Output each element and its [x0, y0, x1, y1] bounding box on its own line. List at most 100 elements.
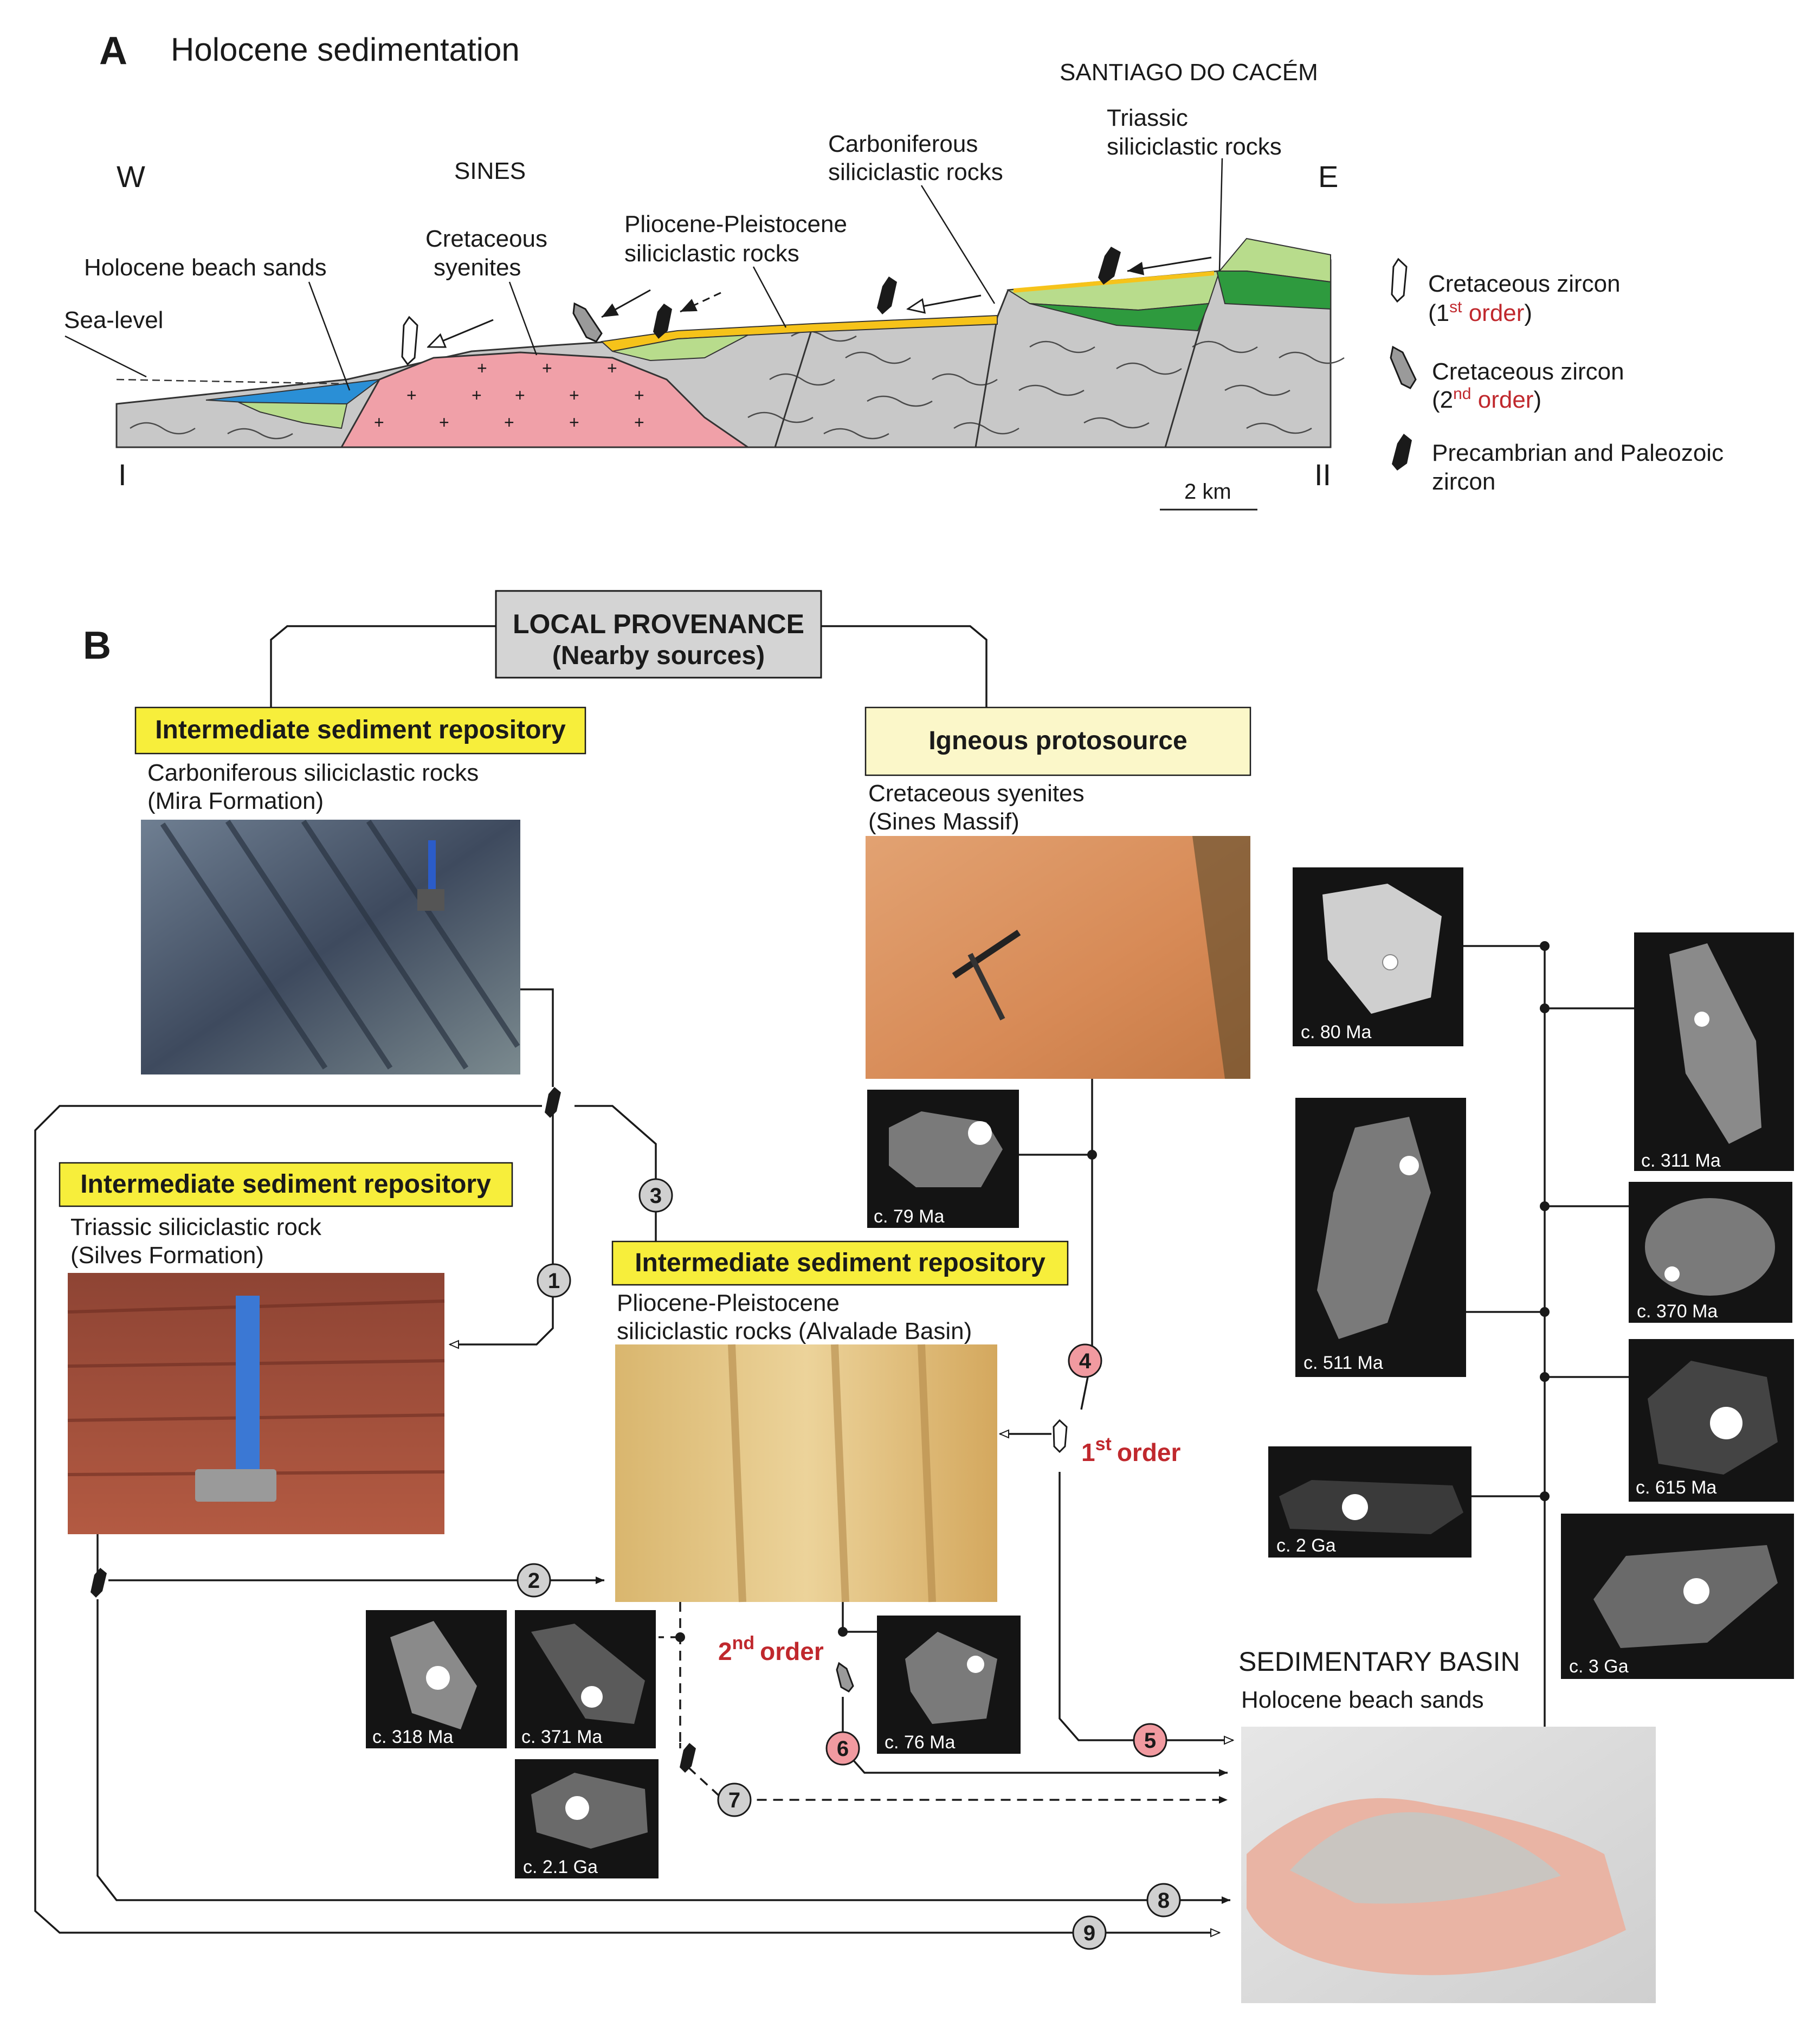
photo-syenite: [866, 836, 1250, 1079]
svg-text:+: +: [504, 413, 514, 432]
svg-text:c. 79 Ma: c. 79 Ma: [874, 1206, 944, 1227]
sedimentary-basin: SEDIMENTARY BASIN Holocene beach sands: [1238, 1646, 1656, 2003]
svg-text:c. 371 Ma: c. 371 Ma: [521, 1727, 602, 1747]
repo-trias-line2: (Silves Formation): [70, 1242, 264, 1269]
zircon-image-76: c. 76 Ma: [877, 1616, 1021, 1754]
svg-text:+: +: [477, 358, 487, 378]
zircon-image-511: c. 511 Ma: [1295, 1098, 1466, 1377]
svg-text:+: +: [439, 413, 449, 432]
legend-z3-line1: Precambrian and Paleozoic: [1432, 440, 1724, 466]
label-east: E: [1318, 159, 1338, 194]
plio-zircon-icon: [680, 1743, 696, 1773]
zircon-image-3ga: c. 3 Ga: [1561, 1514, 1794, 1679]
svg-text:c. 2.1 Ga: c. 2.1 Ga: [523, 1857, 598, 1877]
panel-a: A Holocene sedimentation: [64, 29, 1724, 511]
svg-text:c. 511 Ma: c. 511 Ma: [1303, 1353, 1383, 1373]
rock-texture: [130, 330, 1345, 440]
place-santiago: SANTIAGO DO CACÉM: [1060, 59, 1318, 86]
legend-z2-line1: Cretaceous zircon: [1432, 358, 1624, 385]
east-dark: [1216, 271, 1331, 310]
svg-text:c. 311 Ma: c. 311 Ma: [1641, 1150, 1721, 1171]
second-order-zircon-icon: [836, 1662, 854, 1693]
svg-text:1: 1: [548, 1269, 560, 1293]
repo-carb-line1: Carboniferous siliciclastic rocks: [147, 760, 479, 786]
repo-trias-header: Intermediate sediment repository: [80, 1170, 491, 1199]
igneous-protosource: Igneous protosource Cretaceous syenites …: [864, 706, 1251, 1079]
zircon-precambrian-icon-3: [1098, 247, 1121, 285]
step-6: 6: [825, 1731, 860, 1766]
svg-text:+: +: [634, 413, 644, 432]
svg-text:+: +: [634, 385, 644, 405]
triassic-dark: [1029, 303, 1210, 332]
panel-b-letter: B: [83, 624, 111, 667]
igneous-header: Igneous protosource: [928, 726, 1187, 755]
label-section-end: II: [1314, 458, 1331, 492]
panel-a-title: Holocene sedimentation: [171, 31, 520, 68]
step-circles: 1 2 3 4 5 6 7 8 9: [517, 1178, 1181, 1950]
label-carb-1: Carboniferous: [828, 131, 978, 157]
svg-text:8: 8: [1158, 1889, 1170, 1913]
photo-beach-sand: [1241, 1727, 1656, 2003]
svg-text:5: 5: [1144, 1729, 1156, 1753]
svg-text:2: 2: [528, 1569, 540, 1593]
green-layer-west: [238, 402, 348, 429]
svg-text:+: +: [607, 358, 617, 378]
legend-z3-line2: zircon: [1432, 468, 1495, 495]
svg-text:c. 76 Ma: c. 76 Ma: [885, 1732, 955, 1753]
repo-plio-line1: Pliocene-Pleistocene: [617, 1290, 840, 1316]
step-2: 2: [517, 1563, 551, 1598]
svg-text:c. 370 Ma: c. 370 Ma: [1637, 1301, 1718, 1322]
svg-text:+: +: [569, 413, 579, 432]
syenite-crosses: +++ +++++ +++++: [374, 358, 644, 432]
repo-plio-header: Intermediate sediment repository: [635, 1249, 1045, 1277]
green-layer-mid: [612, 334, 748, 362]
step-1: 1: [537, 1263, 571, 1298]
label-sea-level: Sea-level: [64, 307, 163, 333]
zircon-image-21ga: c. 2.1 Ga: [515, 1759, 659, 1878]
sea-level-line: [116, 378, 347, 385]
label-carb-2: siliciclastic rocks: [828, 159, 1003, 185]
zircon-image-615: c. 615 Ma: [1629, 1339, 1794, 1502]
legend-z1-line2: (1st order): [1428, 298, 1532, 326]
svg-text:c. 2 Ga: c. 2 Ga: [1276, 1535, 1336, 1556]
legend: Cretaceous zircon (1st order) Cretaceous…: [1390, 258, 1724, 495]
svg-text:+: +: [542, 358, 552, 378]
photo-triassic: [67, 1273, 445, 1534]
place-sines: SINES: [454, 158, 526, 184]
repo-trias-line1: Triassic siliciclastic rock: [70, 1214, 322, 1240]
zircon-1st-icon: [401, 316, 418, 366]
zircon-image-370: c. 370 Ma: [1629, 1182, 1792, 1323]
step-4: 4: [1068, 1343, 1102, 1378]
zircon-image-79: c. 79 Ma: [867, 1090, 1019, 1228]
zircon-precambrian-icon-1: [653, 304, 672, 339]
zircon-images: c. 79 Ma c. 80 Ma c. 311 Ma c. 511 Ma: [366, 867, 1794, 1878]
legend-z1-line1: Cretaceous zircon: [1428, 271, 1621, 297]
svg-text:c. 3 Ga: c. 3 Ga: [1569, 1656, 1629, 1677]
first-order-zircon-icon: [1053, 1419, 1068, 1453]
svg-text:+: +: [406, 385, 417, 405]
label-syenites-2: syenites: [434, 254, 521, 281]
local-provenance-title: LOCAL PROVENANCE: [513, 609, 804, 639]
label-syenites-1: Cretaceous: [425, 226, 547, 252]
panel-b: B: [34, 590, 1794, 2003]
carb-zircon-icon: [545, 1087, 561, 1118]
step-5: 5: [1133, 1723, 1167, 1758]
legend-zircon-precambrian-icon: [1392, 434, 1412, 471]
flow-lines: [34, 625, 1637, 1933]
igneous-line2: (Sines Massif): [868, 808, 1019, 835]
label-plio-1: Pliocene-Pleistocene: [624, 211, 847, 237]
repo-pliocene: Intermediate sediment repository Pliocen…: [611, 1240, 1069, 1603]
repo-plio-line2: siliciclastic rocks (Alvalade Basin): [617, 1318, 972, 1344]
trias-zircon-icon: [91, 1568, 107, 1598]
legend-z2-line2: (2nd order): [1432, 385, 1541, 413]
zircon-image-80: c. 80 Ma: [1293, 867, 1463, 1046]
svg-text:7: 7: [728, 1788, 740, 1812]
svg-text:3: 3: [650, 1184, 662, 1208]
legend-zircon-2nd-icon: [1390, 345, 1417, 389]
syenite-body: [340, 351, 751, 448]
scale-label: 2 km: [1184, 480, 1231, 504]
panel-a-letter: A: [99, 29, 127, 73]
svg-text:+: +: [569, 385, 579, 405]
repo-carb-header: Intermediate sediment repository: [155, 716, 566, 744]
